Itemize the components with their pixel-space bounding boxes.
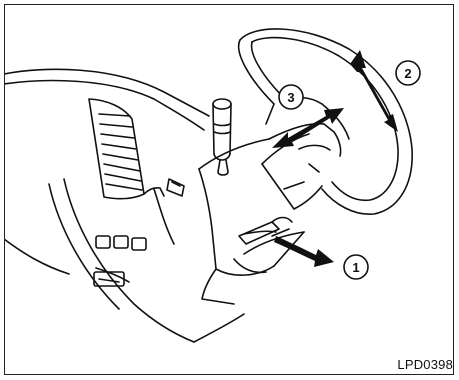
callout-3-number: 3 [287,90,294,105]
arrow-3 [272,108,344,148]
callout-1-number: 1 [352,260,359,275]
dash-switches [94,236,146,286]
arrow-1 [274,236,334,267]
left-panel [154,179,184,244]
callout-2-number: 2 [404,66,411,81]
steering-column [199,124,330,304]
combination-stalk [213,99,231,175]
steering-column-illustration: 1 2 3 [4,4,454,375]
figure-code: LPD0398 [397,357,453,372]
air-vent [89,99,164,199]
